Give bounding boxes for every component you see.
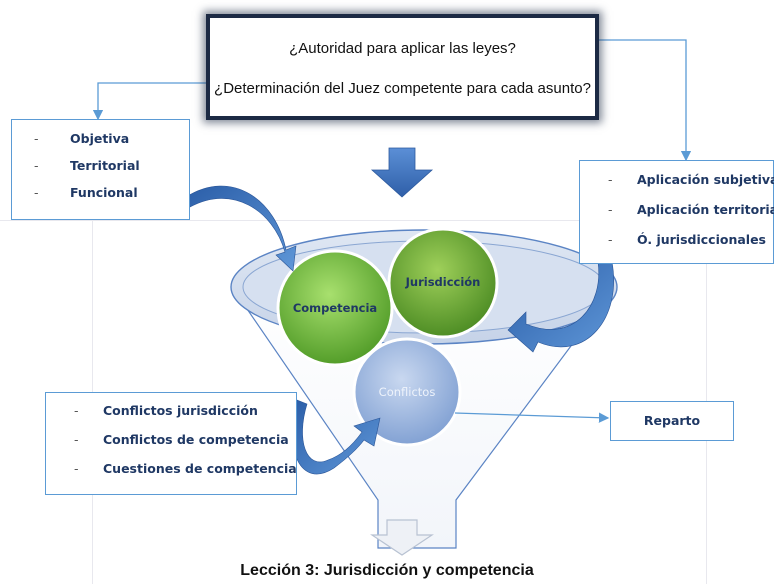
question-authority: ¿Autoridad para aplicar las leyes? <box>289 40 516 57</box>
jurisdiccion-label: Jurisdicción <box>405 275 481 289</box>
connector-top-left <box>92 82 244 121</box>
curved-arrow-right-icon <box>507 261 614 353</box>
list-item: -Ó. jurisdiccionales <box>608 232 766 247</box>
jurisdiccion-aspects-box: -Aplicación subjetiva -Aplicación territ… <box>579 160 774 264</box>
conflictos-types-box: -Conflictos jurisdicción -Conflictos de … <box>45 392 297 495</box>
list-item: -Conflictos jurisdicción <box>74 403 258 418</box>
bottom-down-arrow-icon <box>370 519 434 556</box>
competencia-label: Competencia <box>292 301 378 315</box>
connector-reparto <box>454 412 610 423</box>
question-box: ¿Autoridad para aplicar las leyes? ¿Dete… <box>206 14 599 120</box>
list-item: -Aplicación territorial <box>608 202 774 217</box>
list-item: -Objetiva <box>34 131 130 146</box>
jurisdiccion-circle <box>387 227 499 339</box>
reparto-box: Reparto <box>610 401 734 441</box>
conflictos-label: Conflictos <box>378 385 436 399</box>
competencia-types-box: -Objetiva -Territorial -Funcional <box>11 119 190 220</box>
competencia-circle <box>276 249 394 367</box>
curved-arrow-bottom-icon <box>291 399 381 475</box>
list-item: -Aplicación subjetiva <box>608 172 774 187</box>
lesson-title: Lección 3: Jurisdicción y competencia <box>240 562 534 579</box>
list-item: -Funcional <box>34 185 138 200</box>
list-item: -Territorial <box>34 158 140 173</box>
background-grid-line <box>0 220 774 221</box>
curved-arrow-left-icon <box>185 185 297 272</box>
conflictos-circle <box>352 337 462 447</box>
list-item: -Cuestiones de competencia <box>74 461 297 476</box>
list-item: -Conflictos de competencia <box>74 432 289 447</box>
down-arrow-icon <box>370 147 434 198</box>
question-competent-judge: ¿Determinación del Juez competente para … <box>214 80 591 97</box>
reparto-label: Reparto <box>643 413 701 428</box>
